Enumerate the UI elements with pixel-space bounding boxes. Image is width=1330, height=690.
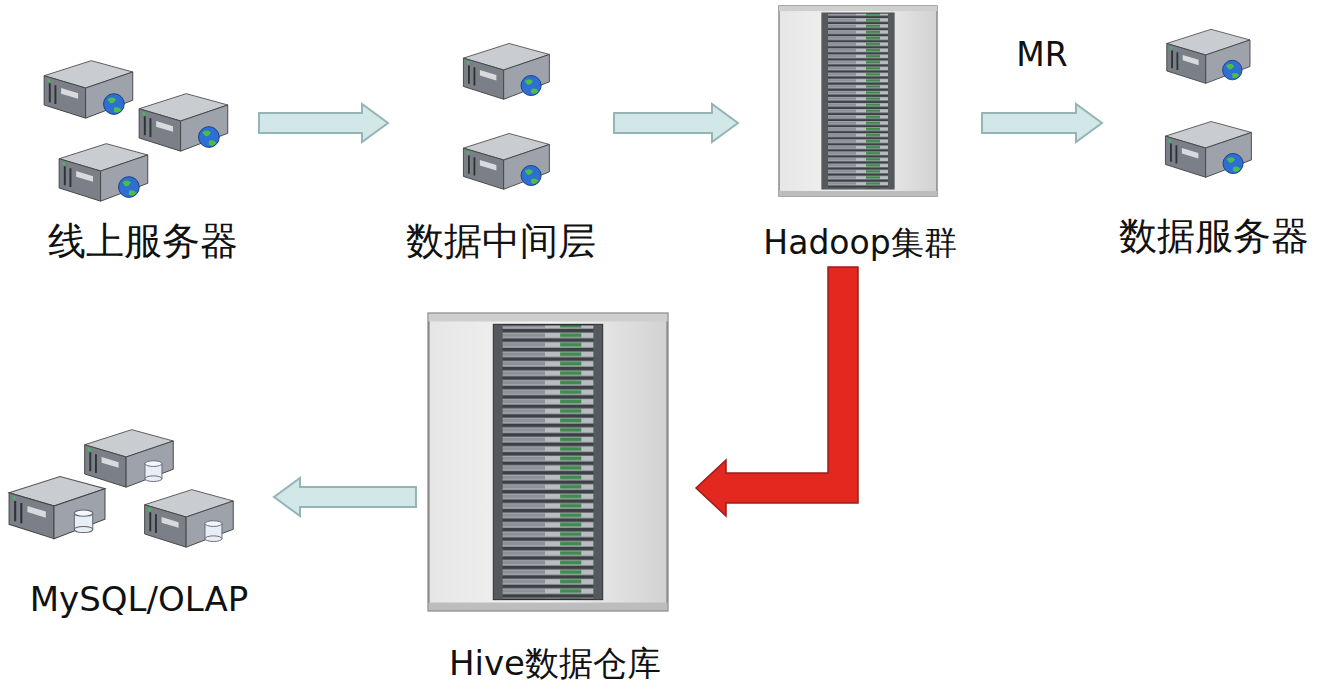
flow-arrow xyxy=(614,104,738,142)
server-group: 线上服务器 xyxy=(30,50,255,265)
server-group: 数据服务器 xyxy=(1106,20,1322,260)
flow-arrow xyxy=(274,478,416,516)
node-label: MySQL/OLAP xyxy=(30,579,248,620)
edge-label: MR xyxy=(1013,35,1070,75)
server-group: MySQL/OLAP xyxy=(8,420,270,620)
node-label: 数据服务器 xyxy=(1119,214,1309,260)
node-label: 数据中间层 xyxy=(406,219,596,265)
node-label: Hadoop集群 xyxy=(763,223,956,263)
node-label: 线上服务器 xyxy=(48,219,238,265)
flow-arrow xyxy=(982,104,1102,142)
server-group: Hive数据仓库 xyxy=(420,308,690,684)
server-group: 数据中间层 xyxy=(392,35,610,265)
server-group: Hadoop集群 xyxy=(742,3,978,263)
flow-arrow-bent xyxy=(696,267,858,516)
node-label: Hive数据仓库 xyxy=(449,643,661,684)
flow-arrow xyxy=(259,104,388,142)
